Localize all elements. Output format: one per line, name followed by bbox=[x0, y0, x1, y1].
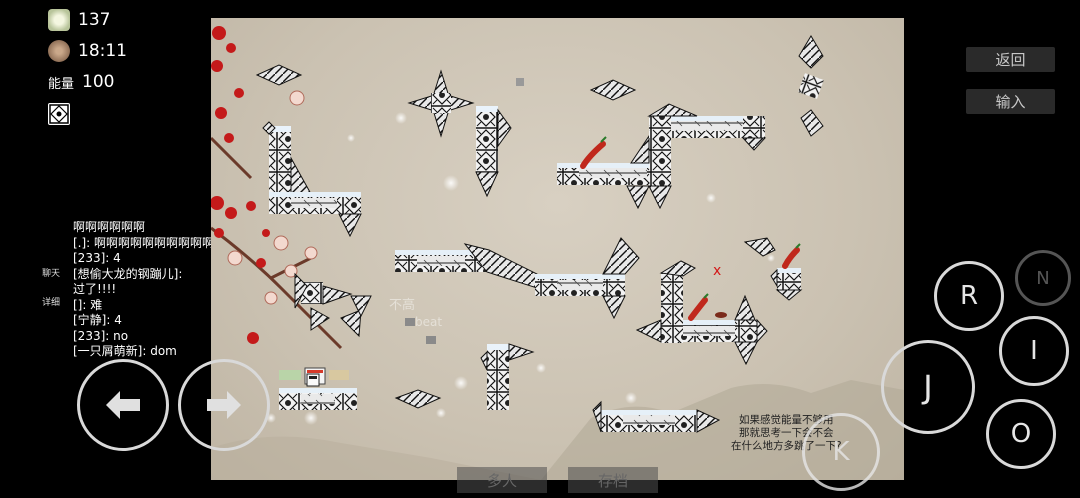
player-character bbox=[306, 373, 320, 387]
chat-line: []: 难 bbox=[73, 297, 103, 312]
hint-line: 如果感觉能量不够用 bbox=[739, 414, 834, 426]
left-arrow-icon bbox=[106, 391, 140, 419]
chat-line: 过了!!!! bbox=[73, 282, 117, 296]
chat-tab[interactable]: 聊天 bbox=[42, 269, 61, 279]
timer-value: 18:11 bbox=[78, 41, 127, 61]
multiplayer-button[interactable]: 多人 bbox=[457, 467, 547, 493]
i-button[interactable]: I bbox=[999, 316, 1069, 386]
save-button[interactable]: 存档 bbox=[568, 467, 658, 493]
ghost-player-name: 不高 bbox=[389, 298, 416, 313]
r-button[interactable]: R bbox=[934, 261, 1004, 331]
move-right-button[interactable] bbox=[178, 359, 270, 451]
ghost-player-name: beat bbox=[415, 315, 443, 329]
chat-log: 啊啊啊啊啊啊 [.]: 啊啊啊啊啊啊啊啊啊啊啊 [233]: 4 [想偷大龙的钢… bbox=[73, 220, 226, 360]
game-viewport[interactable]: x 不高 beat bbox=[211, 18, 904, 480]
j-button[interactable]: J bbox=[881, 340, 975, 434]
detail-tab[interactable]: 详细 bbox=[42, 298, 61, 308]
chat-line: [233]: 4 bbox=[73, 251, 121, 265]
move-left-button[interactable] bbox=[77, 359, 169, 451]
clock-icon bbox=[48, 40, 70, 62]
right-arrow-icon bbox=[207, 391, 241, 419]
back-button[interactable]: 返回 bbox=[966, 47, 1055, 72]
coin-value: 137 bbox=[78, 10, 111, 30]
chat-line: [233]: no bbox=[73, 328, 129, 343]
tile-item-icon bbox=[48, 103, 70, 125]
energy-label: 能量 bbox=[48, 76, 75, 92]
input-button[interactable]: 输入 bbox=[966, 89, 1055, 114]
chat-line: [想偷大龙的钢蹦儿]: bbox=[73, 266, 183, 281]
energy: 能量 100 bbox=[48, 72, 114, 92]
chat-line: 啊啊啊啊啊啊 bbox=[73, 220, 146, 234]
coin-icon bbox=[48, 9, 70, 31]
k-button[interactable]: K bbox=[802, 413, 880, 491]
chat-line: [.]: 啊啊啊啊啊啊啊啊啊啊啊 bbox=[73, 235, 227, 250]
chat-line: [宁静]: 4 bbox=[73, 313, 122, 327]
energy-value: 100 bbox=[82, 72, 115, 92]
coin-counter: 137 bbox=[48, 9, 110, 31]
o-button[interactable]: O bbox=[986, 399, 1056, 469]
game-scene bbox=[211, 26, 904, 480]
chat-line: [一只屑萌新]: dom bbox=[73, 344, 177, 358]
n-button[interactable]: N bbox=[1015, 250, 1071, 306]
x-marker: x bbox=[713, 263, 722, 279]
timer: 18:11 bbox=[48, 40, 127, 62]
